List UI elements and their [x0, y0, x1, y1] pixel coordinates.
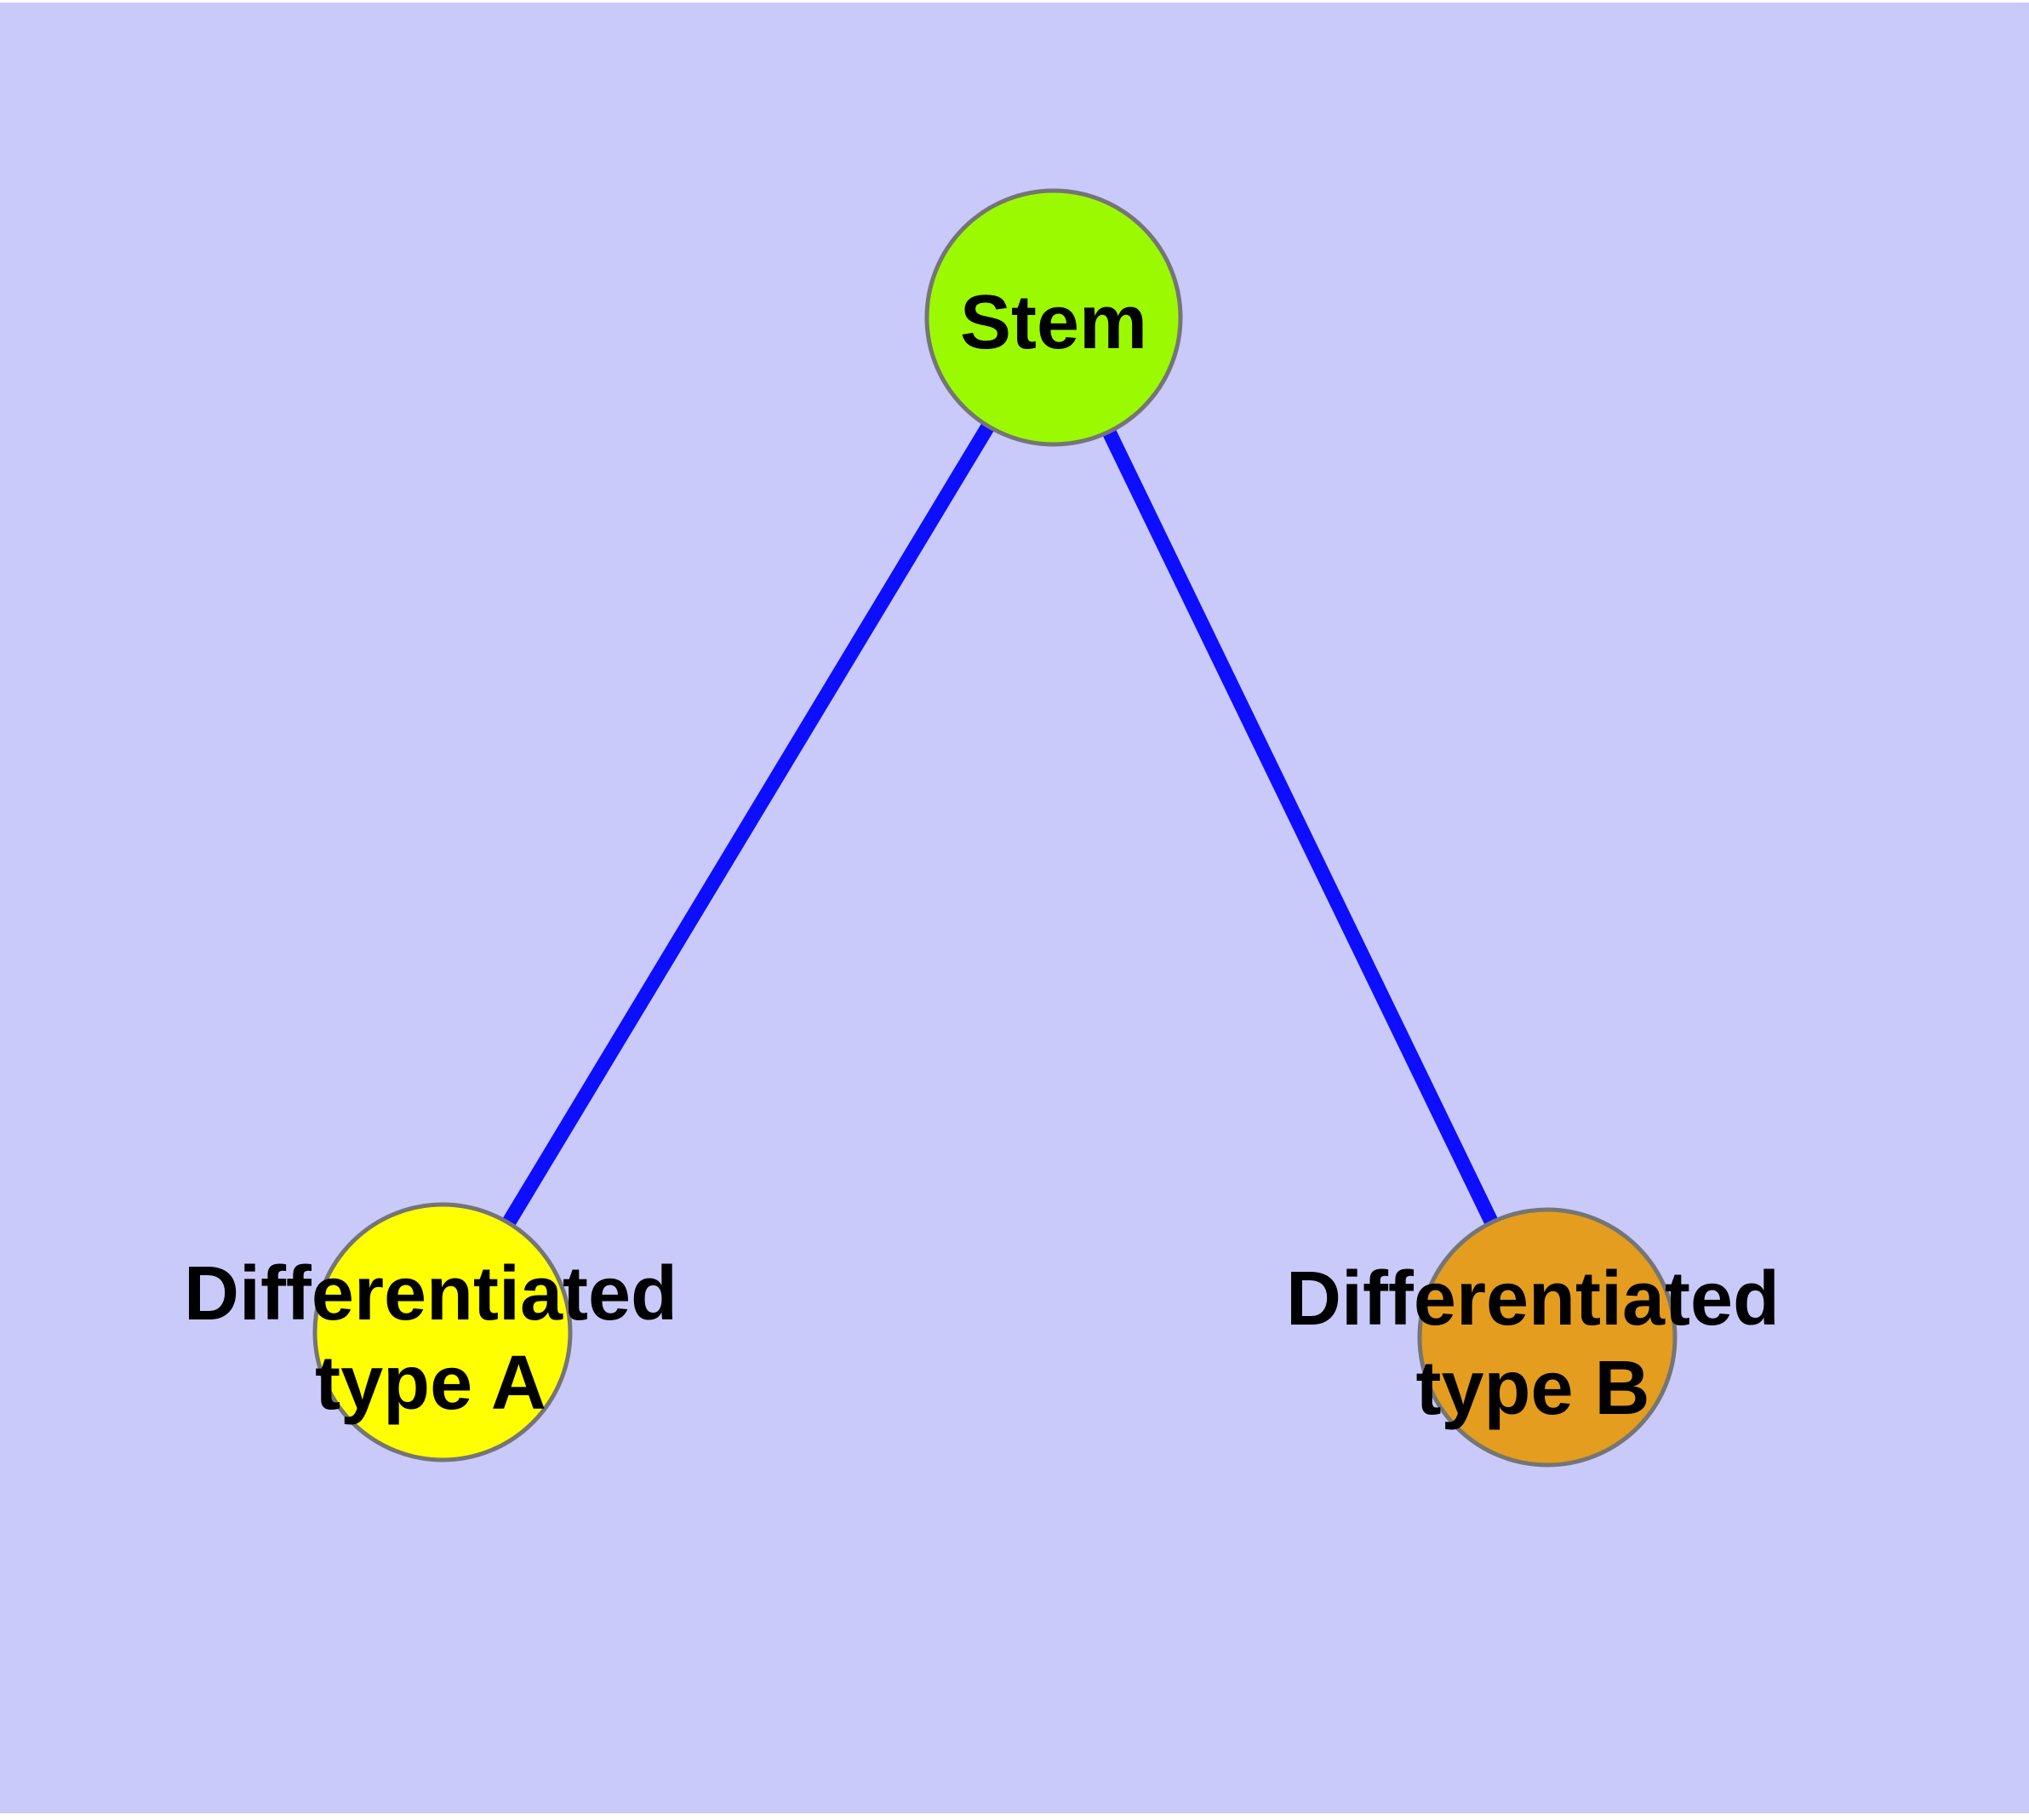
node-stem-circle	[924, 188, 1183, 447]
node-type-a-circle	[312, 1202, 573, 1462]
node-type-a-label-line-1: Differentiated	[184, 1251, 677, 1336]
node-type-b-label-line-2: type B	[1415, 1346, 1649, 1431]
node-type-b-label-line-1: Differentiated	[1286, 1256, 1780, 1342]
node-stem-label: Stem	[960, 280, 1147, 365]
edge-stem-to-type-a	[436, 313, 1060, 1336]
node-type-b-circle	[1417, 1207, 1677, 1468]
node-type-a-label-line-2: type A	[315, 1341, 546, 1426]
edge-stem-to-type-b	[1047, 314, 1554, 1341]
